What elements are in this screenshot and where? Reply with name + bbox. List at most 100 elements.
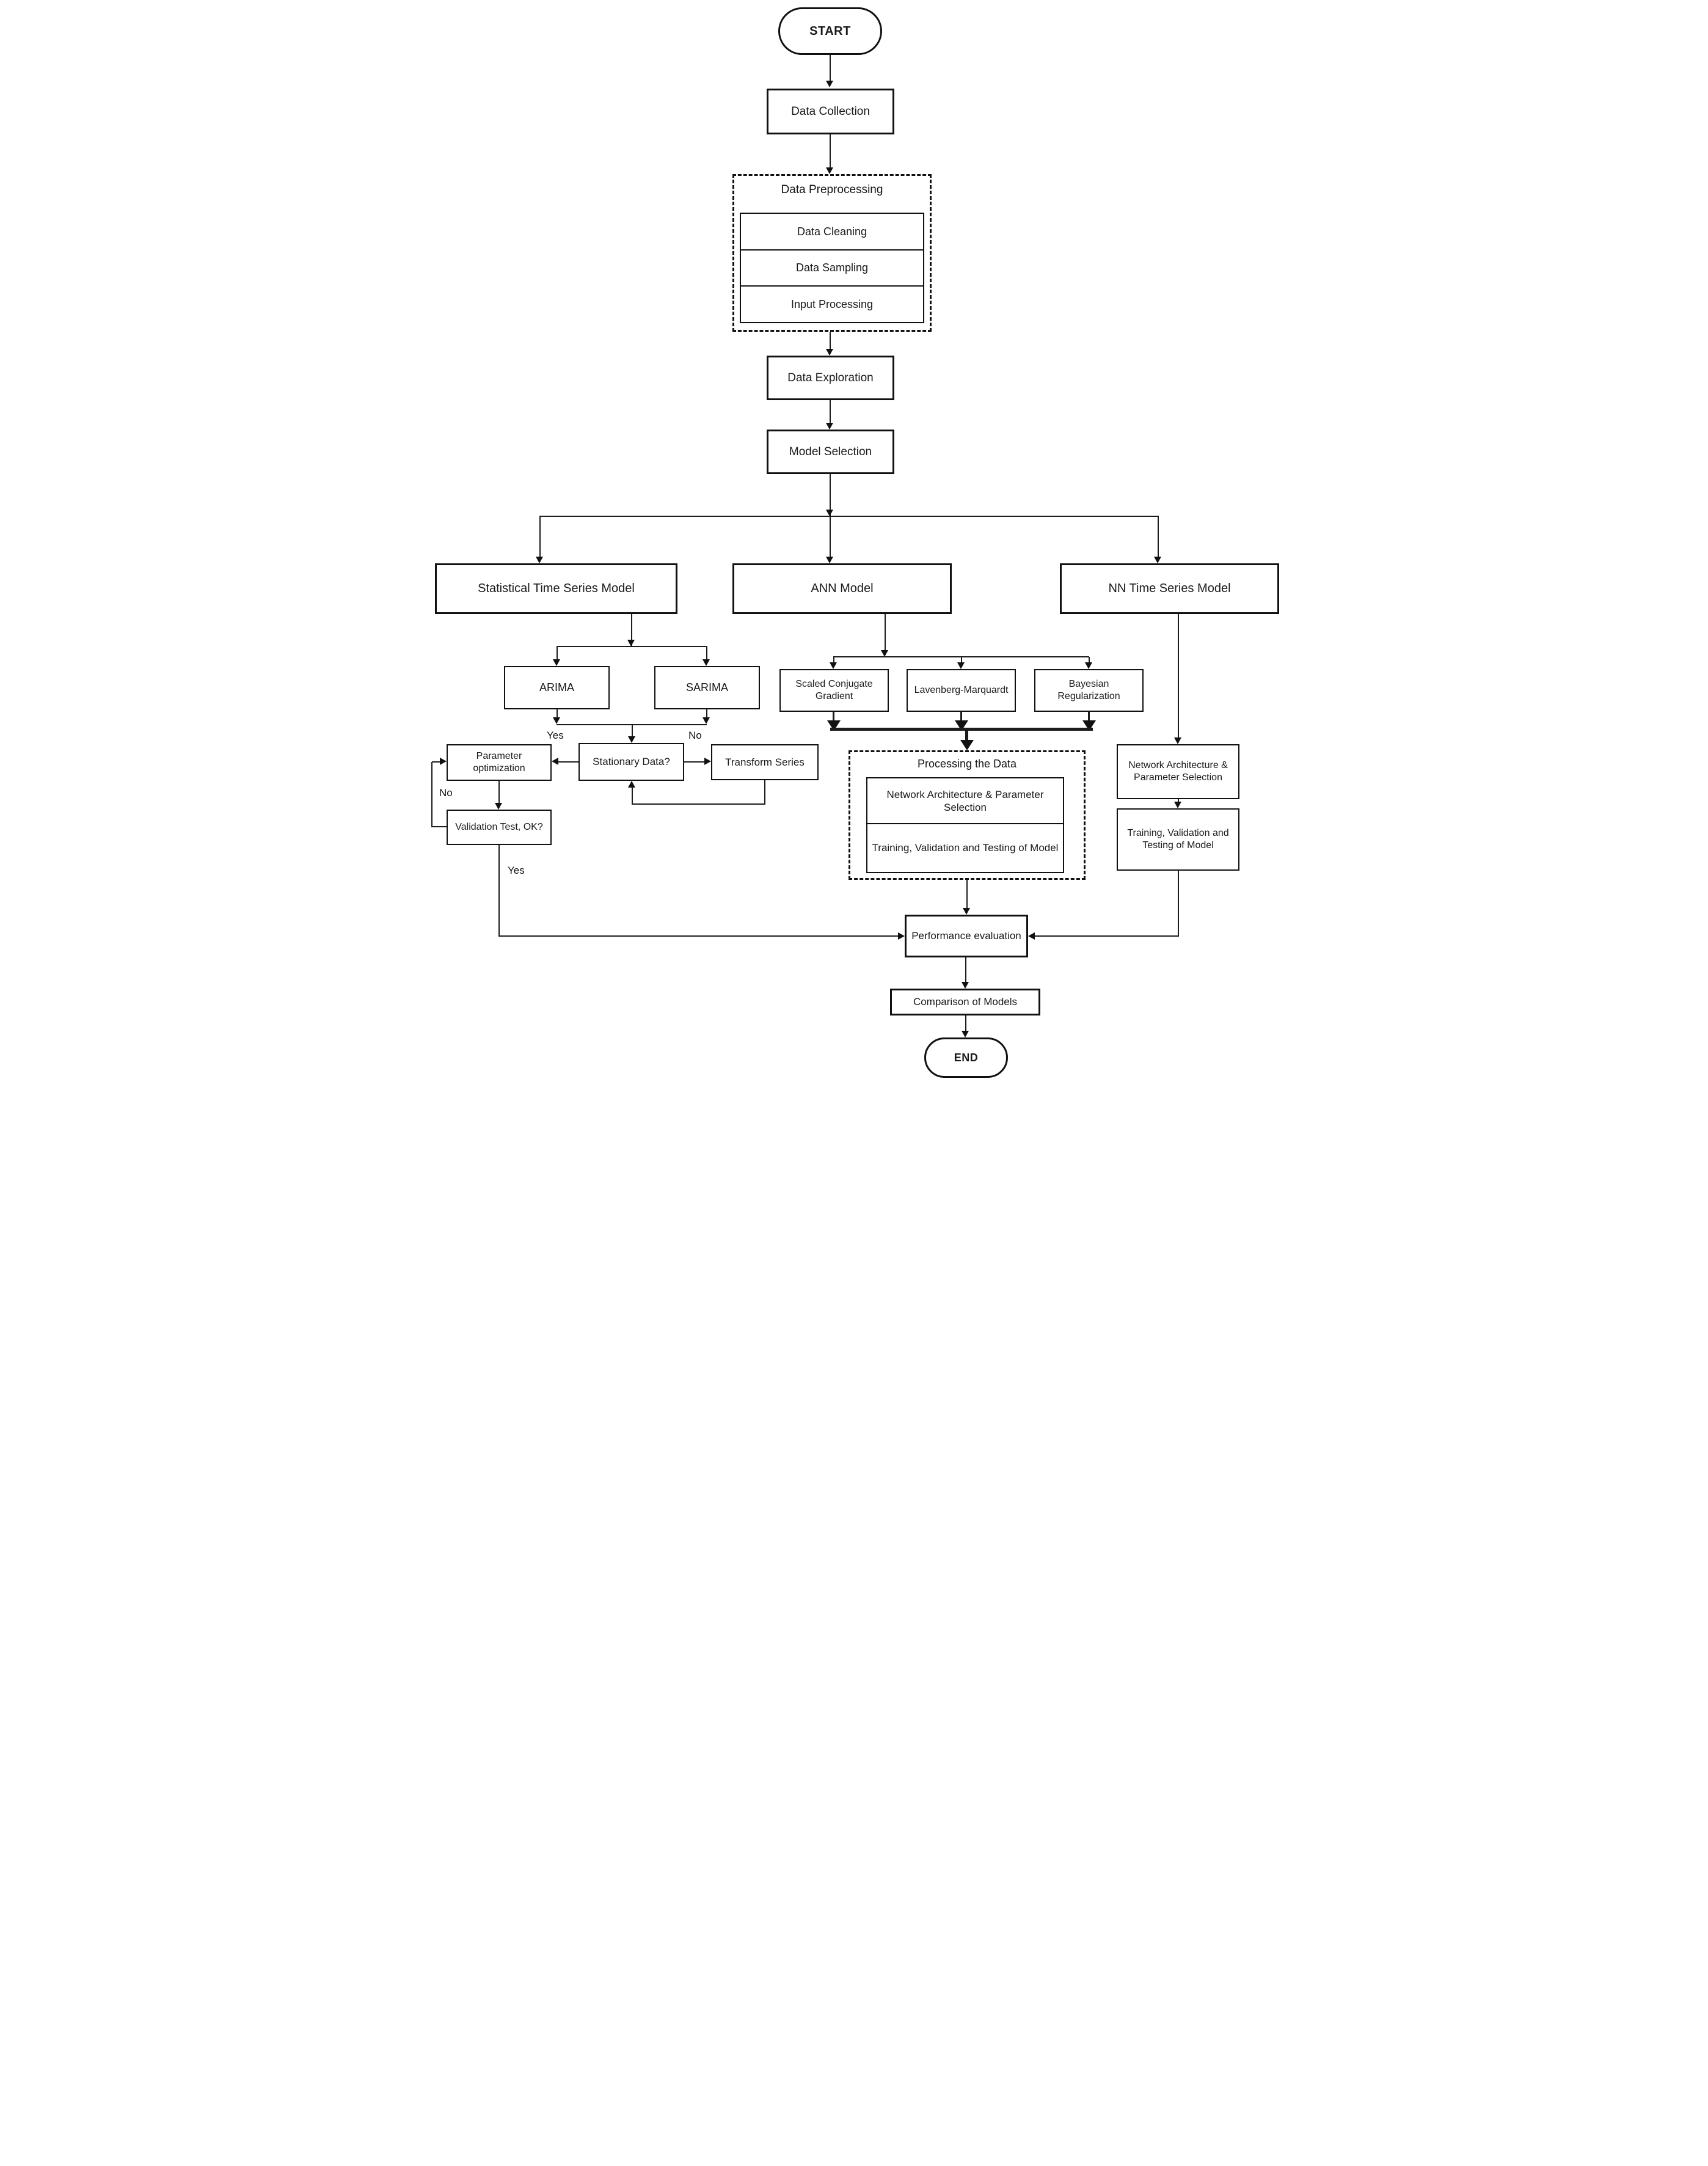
node-end: END bbox=[924, 1037, 1008, 1078]
edge-stationary-no bbox=[684, 761, 706, 763]
node-parameter-optimization: Parameter optimization bbox=[447, 744, 552, 781]
node-scaled-conjugate-gradient: Scaled Conjugate Gradient bbox=[779, 669, 889, 712]
arrow-into-end bbox=[962, 1031, 969, 1037]
edge-collection-preprocessing bbox=[830, 134, 831, 169]
edge-transform-down bbox=[764, 780, 765, 805]
node-validation-test: Validation Test, OK? bbox=[447, 810, 552, 845]
node-lavenberg-marquardt: Lavenberg-Marquardt bbox=[907, 669, 1016, 712]
node-performance-evaluation: Performance evaluation bbox=[905, 915, 1028, 957]
edge-lm-collector bbox=[960, 712, 962, 722]
node-comparison-of-models: Comparison of Models bbox=[890, 989, 1040, 1015]
label-data-preprocessing: Data Preprocessing bbox=[781, 183, 883, 196]
edge-exploration-selection bbox=[830, 400, 831, 425]
edge-ann-split bbox=[885, 614, 886, 652]
arrow-into-parameter-right bbox=[552, 758, 558, 765]
node-model-selection: Model Selection bbox=[767, 430, 894, 474]
edge-to-sarima bbox=[706, 646, 707, 660]
arrow-onto-ann-splitline bbox=[881, 650, 888, 657]
edge-preprocessing-exploration bbox=[830, 332, 831, 351]
arrow-into-arima bbox=[553, 659, 560, 666]
label-stationary-yes: Yes bbox=[547, 730, 564, 741]
edge-collector-processing bbox=[965, 731, 968, 742]
node-arima: ARIMA bbox=[504, 666, 610, 709]
arrow-into-nn-training bbox=[1174, 802, 1181, 808]
arrow-into-model-selection bbox=[826, 423, 833, 430]
arrow-into-nn bbox=[1154, 557, 1161, 563]
node-transform-series: Transform Series bbox=[711, 744, 819, 780]
flowchart-canvas: START Data Collection Data Preprocessing… bbox=[427, 0, 1281, 1083]
edge-stationary-yes bbox=[558, 761, 578, 763]
arrow-into-performance-top bbox=[963, 908, 970, 915]
arrow-into-stationary-bottom bbox=[628, 781, 635, 788]
node-bayesian-regularization: Bayesian Regularization bbox=[1034, 669, 1144, 712]
arrow-into-nn-architecture bbox=[1174, 737, 1181, 744]
node-data-cleaning: Data Cleaning bbox=[740, 213, 924, 251]
node-stationary-data: Stationary Data? bbox=[578, 743, 684, 781]
edge-branch-nn bbox=[1158, 516, 1159, 559]
edge-nn-training-down bbox=[1178, 871, 1179, 937]
arrow-into-scg bbox=[830, 662, 837, 669]
node-sarima: SARIMA bbox=[654, 666, 760, 709]
node-ann-network-architecture: Network Architecture & Parameter Selecti… bbox=[866, 777, 1064, 825]
edge-to-arima bbox=[557, 646, 558, 660]
edge-scg-collector bbox=[833, 712, 834, 722]
edge-parameter-validation bbox=[498, 781, 500, 803]
node-ann-model: ANN Model bbox=[732, 563, 952, 614]
edge-comparison-end bbox=[965, 1015, 966, 1034]
arrow-into-preprocessing bbox=[826, 167, 833, 174]
edge-br-collector bbox=[1088, 712, 1090, 722]
arrow-into-stationary-top bbox=[628, 736, 635, 743]
edge-branch-statistical bbox=[539, 516, 541, 559]
label-stationary-no: No bbox=[688, 730, 702, 741]
edge-validation-no-in bbox=[432, 761, 441, 763]
edge-branch-ann bbox=[830, 516, 831, 559]
node-nn-model: NN Time Series Model bbox=[1060, 563, 1279, 614]
edge-transform-back bbox=[632, 803, 765, 805]
edge-validation-no-out bbox=[432, 826, 447, 827]
arrow-sarima-collector bbox=[703, 717, 710, 724]
edge-arima-collector bbox=[557, 709, 558, 719]
edge-collector-stationary bbox=[632, 725, 633, 737]
edge-transform-up bbox=[632, 787, 633, 805]
edge-to-scg bbox=[833, 657, 834, 664]
edge-selection-branchline bbox=[830, 474, 831, 516]
edge-stat-splitline bbox=[557, 646, 707, 647]
arrow-into-br bbox=[1085, 662, 1092, 669]
edge-ann-collector-bold bbox=[830, 728, 1093, 731]
edge-to-br bbox=[1089, 657, 1090, 664]
node-data-collection: Data Collection bbox=[767, 89, 894, 134]
edge-to-lm bbox=[961, 657, 962, 664]
node-data-exploration: Data Exploration bbox=[767, 356, 894, 400]
edge-validation-no-up bbox=[431, 762, 432, 827]
arrow-into-processing bbox=[960, 740, 974, 750]
arrow-into-exploration bbox=[826, 349, 833, 356]
node-ann-training: Training, Validation and Testing of Mode… bbox=[866, 823, 1064, 873]
label-processing-the-data: Processing the Data bbox=[917, 758, 1017, 770]
arrow-into-transform-left bbox=[704, 758, 711, 765]
edge-statistical-split bbox=[631, 614, 632, 646]
node-input-processing: Input Processing bbox=[740, 285, 924, 323]
node-statistical-model: Statistical Time Series Model bbox=[435, 563, 677, 614]
node-data-sampling: Data Sampling bbox=[740, 249, 924, 287]
edge-performance-comparison bbox=[965, 957, 966, 984]
label-validation-no: No bbox=[439, 787, 453, 799]
edge-processing-performance bbox=[966, 880, 968, 909]
edge-branchline bbox=[539, 516, 1159, 517]
edge-nn-across bbox=[1035, 935, 1179, 937]
edge-start-collection bbox=[830, 55, 831, 82]
edge-validation-yes-down bbox=[498, 845, 500, 937]
edge-nn-down bbox=[1178, 614, 1179, 739]
arrow-into-comparison bbox=[962, 982, 969, 989]
arrow-onto-branchline bbox=[826, 510, 833, 516]
arrow-into-ann bbox=[826, 557, 833, 563]
arrow-into-performance-left bbox=[898, 932, 905, 940]
node-nn-training: Training, Validation and Testing of Mode… bbox=[1117, 808, 1239, 871]
arrow-into-parameter-left bbox=[440, 758, 447, 765]
edge-sarima-collector bbox=[706, 709, 707, 719]
arrow-onto-stat-splitline bbox=[627, 640, 635, 646]
arrow-into-statistical bbox=[536, 557, 543, 563]
arrow-into-lm bbox=[957, 662, 965, 669]
node-nn-network-architecture: Network Architecture & Parameter Selecti… bbox=[1117, 744, 1239, 799]
node-start: START bbox=[778, 7, 882, 55]
arrow-into-performance-right bbox=[1028, 932, 1035, 940]
